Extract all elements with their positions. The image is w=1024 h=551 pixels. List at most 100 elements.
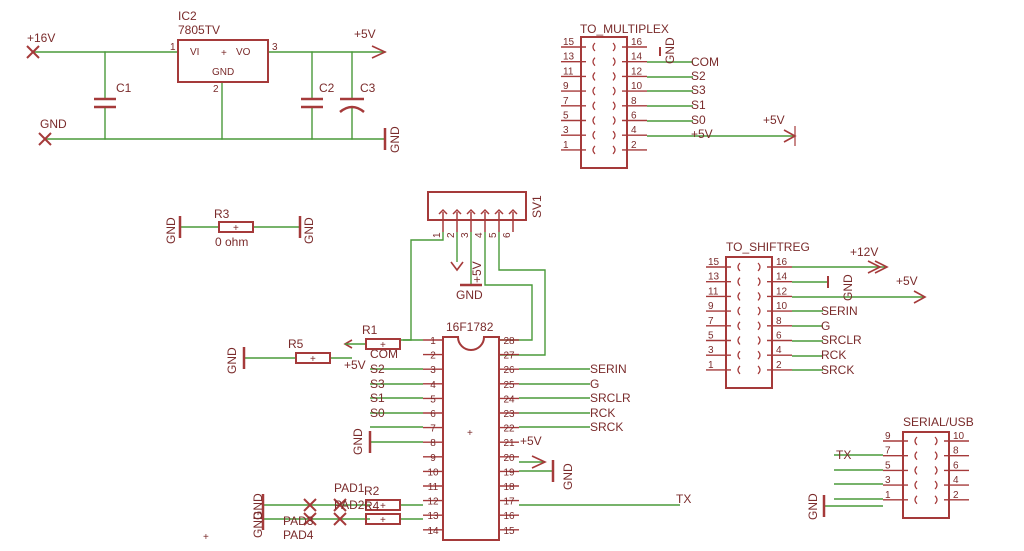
- ic2-origin-mark: +: [221, 48, 227, 59]
- ic2-pin2: 2: [213, 84, 219, 95]
- mux-pin-num: 12: [631, 66, 643, 77]
- mux-net-wires: [647, 47, 795, 137]
- serial-socket-right: [934, 495, 938, 505]
- mcu-net-g: G: [590, 377, 599, 391]
- mcu-origin: +: [467, 428, 473, 439]
- ic2-gnd-label: GND: [212, 67, 234, 78]
- mcu-pin-num: 18: [503, 482, 515, 493]
- capacitor-c2[interactable]: C2: [301, 81, 335, 109]
- shift-socket-left: [737, 306, 741, 316]
- c2-label: C2: [319, 81, 335, 95]
- shift-pin-num: 9: [708, 301, 714, 312]
- shift-net-srck: SRCK: [821, 363, 854, 377]
- mcu-net-serin: SERIN: [590, 362, 627, 376]
- mcu-wires: [370, 339, 680, 506]
- shift-v12-label: +12V: [850, 245, 878, 259]
- gnd-source[interactable]: GND: [38, 117, 67, 146]
- serial-socket-right: [934, 480, 938, 490]
- ic2-pin1: 1: [170, 42, 176, 53]
- mcu-net-tx: TX: [676, 492, 691, 506]
- mux-pin-num: 9: [563, 81, 569, 92]
- shift-socket-left: [737, 350, 741, 360]
- serial-socket-left: [914, 495, 918, 505]
- r1-origin: +: [380, 340, 386, 351]
- shift-net-gnd: GND: [841, 274, 855, 301]
- mux-pin-num: 5: [563, 111, 569, 122]
- v5-supply-arrow: +5V: [354, 27, 387, 59]
- v16-label: +16V: [27, 31, 55, 45]
- origin-cross: +: [203, 532, 209, 543]
- mcu-pin-num: 6: [430, 409, 436, 420]
- resistor-r2[interactable]: + R2: [364, 484, 401, 512]
- resistor-r4[interactable]: + R4: [364, 499, 401, 526]
- v16-source[interactable]: +16V: [26, 31, 55, 59]
- mux-pin-num: 13: [563, 52, 575, 63]
- serial-pin-num: 1: [885, 490, 891, 501]
- mux-socket-left: [592, 57, 596, 67]
- serial-gnd: GND: [806, 493, 820, 520]
- ic2-value: 7805TV: [178, 23, 220, 37]
- mux-socket-right: [612, 101, 616, 111]
- r2-origin: +: [380, 501, 386, 512]
- shift-pin-num: 15: [708, 257, 720, 268]
- connector-sv1[interactable]: SV1 1 2 3 4 5 6: [427, 191, 544, 238]
- mcu-pin-num: 7: [430, 424, 436, 435]
- sv1-pin2: 2: [446, 232, 457, 238]
- mcu-gnd-left: GND: [351, 428, 372, 455]
- mux-socket-right: [612, 116, 616, 125]
- mcu-net-rck: RCK: [590, 406, 615, 420]
- shift-socket-left: [737, 365, 741, 375]
- r3-gnd-left: GND: [164, 217, 178, 244]
- sv1-pin6: 6: [502, 232, 513, 238]
- serial-pin-num: 9: [885, 431, 891, 442]
- r3-label: R3: [214, 207, 230, 221]
- mux-net-gnd: GND: [663, 37, 677, 64]
- sv1-gnd-label: GND: [456, 288, 483, 302]
- r2-label: R2: [364, 484, 380, 498]
- shift-net-rck: RCK: [821, 348, 846, 362]
- sv1-pin4: 4: [474, 232, 485, 238]
- pad-marks[interactable]: [303, 498, 347, 526]
- mcu-pin-num: 24: [503, 394, 515, 405]
- capacitor-c1[interactable]: C1: [94, 81, 132, 109]
- serial-pin-num: 3: [885, 475, 891, 486]
- mcu-net-s1: S1: [370, 391, 385, 405]
- shift-pin-num: 7: [708, 316, 714, 327]
- mcu-pin-num: 1: [430, 336, 436, 347]
- mcu-pin-num: 28: [503, 336, 515, 347]
- serial-tx: TX: [836, 448, 851, 462]
- mux-pin-num: 4: [631, 125, 637, 136]
- mux-socket-right: [612, 57, 616, 67]
- gnd-supply-label: GND: [388, 126, 402, 153]
- resistor-r5[interactable]: + R5 GND: [225, 337, 352, 374]
- resistor-r1[interactable]: + R1: [343, 323, 401, 351]
- serial-socket-right: [934, 465, 938, 475]
- mcu-pin-num: 13: [427, 511, 439, 522]
- capacitor-c3[interactable]: C3: [339, 81, 376, 113]
- mux-socket-right: [612, 86, 616, 96]
- shift-v5-label: +5V: [896, 274, 918, 288]
- shift-socket-right: [757, 306, 761, 316]
- r3-value: 0 ohm: [215, 235, 248, 249]
- mcu-pin-num: 26: [503, 365, 515, 376]
- pad3-label: PAD3: [283, 514, 314, 528]
- mux-socket-right: [612, 145, 616, 155]
- ic2-regulator[interactable]: IC2 7805TV VI VO GND 1 2 3 +: [170, 9, 278, 95]
- mux-socket-left: [592, 130, 596, 140]
- resistor-r3[interactable]: + R3 0 ohm GND GND: [164, 207, 316, 249]
- shift-pin-num: 11: [708, 286, 719, 297]
- mcu-pin-num: 12: [427, 497, 439, 508]
- mux-socket-left: [592, 42, 596, 52]
- mux-pin-num: 7: [563, 96, 569, 107]
- pad1-label: PAD1: [334, 481, 365, 495]
- mcu-pin-num: 3: [430, 365, 436, 376]
- mcu-net-s0: S0: [370, 406, 385, 420]
- mux-pin-num: 8: [631, 96, 637, 107]
- shift-pin-num: 14: [776, 272, 788, 283]
